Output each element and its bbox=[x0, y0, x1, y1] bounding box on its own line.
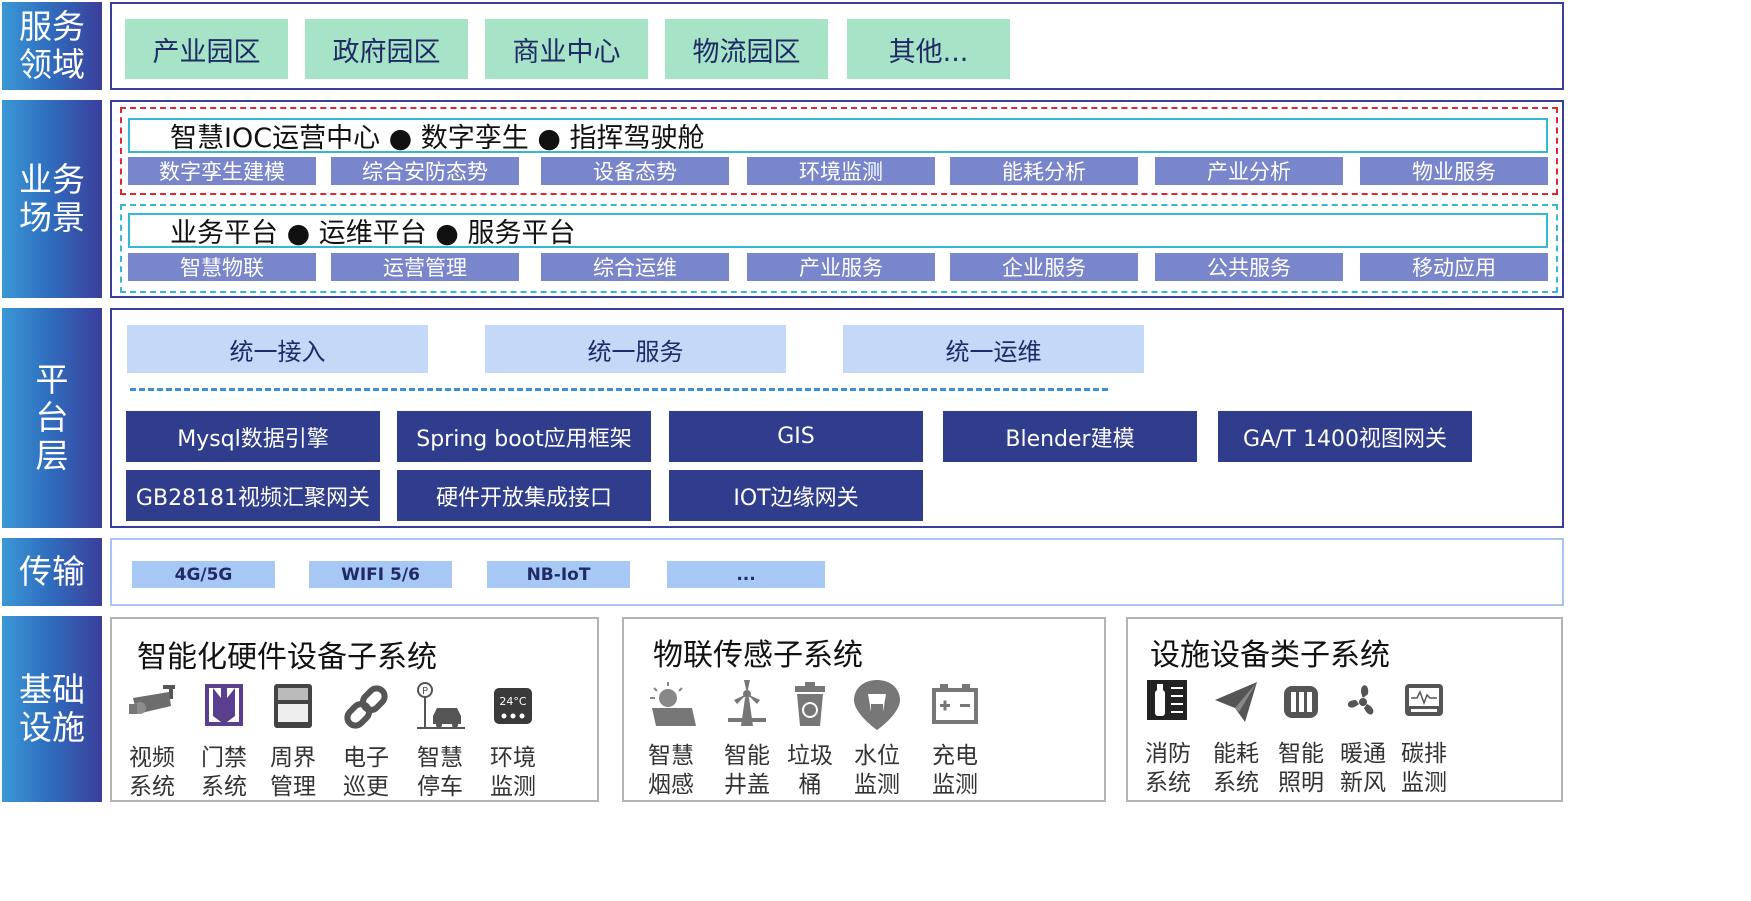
hardware-item-access[interactable]: 门禁 系统 bbox=[194, 680, 254, 802]
platform-component[interactable]: IOT边缘网关 bbox=[669, 470, 923, 521]
hardware-item-label: 门禁 系统 bbox=[201, 745, 247, 800]
trash-bin-icon bbox=[795, 682, 825, 726]
label-infrastructure: 基础 设施 bbox=[2, 616, 102, 802]
service-chip[interactable]: 企业服务 bbox=[950, 253, 1138, 281]
scenario-chip[interactable]: 综合安防态势 bbox=[331, 157, 519, 185]
service-chip[interactable]: 移动应用 bbox=[1360, 253, 1548, 281]
platform-component[interactable]: GB28181视频汇聚网关 bbox=[126, 470, 380, 521]
platform-component[interactable]: Spring boot应用框架 bbox=[397, 411, 651, 462]
hardware-item-label: 电子 巡更 bbox=[343, 745, 389, 800]
sensor-item-label: 充电 监测 bbox=[932, 743, 978, 798]
smoke-sensor-icon bbox=[650, 682, 696, 726]
facility-item-hvac[interactable]: 暖通 新风 bbox=[1333, 676, 1393, 798]
facility-item-label: 碳排 监测 bbox=[1401, 741, 1447, 796]
scenario-chip[interactable]: 产业分析 bbox=[1155, 157, 1343, 185]
domain-item[interactable]: 物流园区 bbox=[665, 19, 828, 79]
sensor-item-manhole[interactable]: 智能 井盖 bbox=[716, 678, 778, 800]
platform-unified-item[interactable]: 统一运维 bbox=[843, 325, 1144, 373]
platform-unified-item[interactable]: 统一服务 bbox=[485, 325, 786, 373]
service-chip[interactable]: 产业服务 bbox=[747, 253, 935, 281]
platform-component[interactable]: Blender建模 bbox=[943, 411, 1197, 462]
service-chip[interactable]: 智慧物联 bbox=[128, 253, 316, 281]
parking-icon: P bbox=[417, 682, 465, 729]
sensor-item-water[interactable]: 水位 监测 bbox=[846, 678, 908, 800]
service-chip[interactable]: 综合运维 bbox=[541, 253, 729, 281]
platform-service-group bbox=[120, 204, 1558, 293]
ioc-group bbox=[120, 107, 1558, 195]
water-level-icon bbox=[854, 680, 900, 730]
energy-icon bbox=[1215, 682, 1257, 722]
temperature-badge: 24°C bbox=[499, 695, 526, 708]
platform-component[interactable]: GA/T 1400视图网关 bbox=[1218, 411, 1472, 462]
svg-text:P: P bbox=[422, 686, 428, 697]
transport-item[interactable]: ... bbox=[667, 561, 825, 588]
transport-item[interactable]: 4G/5G bbox=[132, 561, 275, 588]
sensor-item-charging[interactable]: 充电 监测 bbox=[924, 678, 986, 800]
platform-component[interactable]: 硬件开放集成接口 bbox=[397, 470, 651, 521]
domain-item[interactable]: 其他... bbox=[847, 19, 1010, 79]
facility-item-label: 智能 照明 bbox=[1278, 741, 1324, 796]
facility-item-label: 消防 系统 bbox=[1145, 741, 1191, 796]
label-service-domain: 服务 领域 bbox=[2, 2, 102, 90]
fire-extinguisher-icon bbox=[1147, 680, 1187, 720]
hardware-item-label: 视频 系统 bbox=[129, 745, 175, 800]
facility-subsystem-title: 设施设备类子系统 bbox=[1150, 638, 1390, 673]
sensor-item-label: 智慧 烟感 bbox=[648, 743, 694, 798]
domain-item[interactable]: 政府园区 bbox=[305, 19, 468, 79]
service-chip[interactable]: 运营管理 bbox=[331, 253, 519, 281]
hardware-item-video[interactable]: 视频 系统 bbox=[122, 680, 182, 802]
battery-icon bbox=[932, 684, 978, 724]
fan-icon bbox=[1347, 685, 1374, 715]
service-chip[interactable]: 公共服务 bbox=[1155, 253, 1343, 281]
perimeter-icon bbox=[274, 684, 312, 728]
label-business-scenario: 业务 场景 bbox=[2, 100, 102, 298]
facility-item-fire[interactable]: 消防 系统 bbox=[1138, 676, 1198, 798]
facility-item-energy[interactable]: 能耗 系统 bbox=[1206, 676, 1266, 798]
sensor-item-label: 水位 监测 bbox=[854, 743, 900, 798]
sensor-item-label: 垃圾 桶 bbox=[787, 743, 833, 798]
facility-subsystem-panel bbox=[1126, 617, 1563, 802]
sensor-item-label: 智能 井盖 bbox=[724, 743, 770, 798]
facility-item-lighting[interactable]: 智能 照明 bbox=[1271, 676, 1331, 798]
label-transport: 传输 bbox=[2, 538, 102, 606]
platform-service-title-bar: 业务平台 ● 运维平台 ● 服务平台 bbox=[128, 213, 1548, 249]
hardware-item-patrol[interactable]: 电子 巡更 bbox=[336, 680, 396, 802]
hardware-item-label: 环境 监测 bbox=[490, 745, 536, 800]
scenario-chip[interactable]: 能耗分析 bbox=[950, 157, 1138, 185]
ioc-title-bar: 智慧IOC运营中心 ● 数字孪生 ● 指挥驾驶舱 bbox=[128, 118, 1548, 154]
facility-item-label: 能耗 系统 bbox=[1213, 741, 1259, 796]
hardware-subsystem-title: 智能化硬件设备子系统 bbox=[137, 640, 437, 675]
manhole-icon bbox=[728, 680, 766, 726]
hardware-item-label: 周界 管理 bbox=[270, 745, 316, 800]
platform-component[interactable]: Mysql数据引擎 bbox=[126, 411, 380, 462]
scenario-chip[interactable]: 数字孪生建模 bbox=[128, 157, 316, 185]
scenario-chip[interactable]: 物业服务 bbox=[1360, 157, 1548, 185]
carbon-monitor-icon bbox=[1405, 684, 1443, 716]
domain-item[interactable]: 商业中心 bbox=[485, 19, 648, 79]
label-platform-layer: 平 台 层 bbox=[2, 308, 102, 528]
sensor-subsystem-title: 物联传感子系统 bbox=[653, 638, 863, 673]
door-icon bbox=[205, 684, 243, 726]
platform-unified-item[interactable]: 统一接入 bbox=[127, 325, 428, 373]
sensor-item-smoke[interactable]: 智慧 烟感 bbox=[640, 678, 702, 800]
link-icon bbox=[344, 685, 388, 729]
scenario-chip[interactable]: 环境监测 bbox=[747, 157, 935, 185]
platform-divider bbox=[130, 388, 1108, 391]
facility-item-label: 暖通 新风 bbox=[1340, 741, 1386, 796]
facility-item-carbon[interactable]: 碳排 监测 bbox=[1394, 676, 1454, 798]
hardware-item-label: 智慧 停车 bbox=[417, 745, 463, 800]
scenario-chip[interactable]: 设备态势 bbox=[541, 157, 729, 185]
lighting-icon bbox=[1284, 686, 1318, 718]
hardware-item-environment[interactable]: 24°C 环境 监测 bbox=[483, 680, 543, 802]
transport-item[interactable]: NB-IoT bbox=[487, 561, 630, 588]
platform-component[interactable]: GIS bbox=[669, 411, 923, 462]
camera-icon bbox=[129, 685, 175, 714]
transport-item[interactable]: WIFI 5/6 bbox=[309, 561, 452, 588]
hardware-item-perimeter[interactable]: 周界 管理 bbox=[263, 680, 323, 802]
thermometer-icon: 24°C bbox=[494, 688, 532, 724]
domain-item[interactable]: 产业园区 bbox=[125, 19, 288, 79]
sensor-item-trash[interactable]: 垃圾 桶 bbox=[779, 678, 841, 800]
hardware-item-parking[interactable]: P 智慧 停车 bbox=[410, 680, 470, 802]
